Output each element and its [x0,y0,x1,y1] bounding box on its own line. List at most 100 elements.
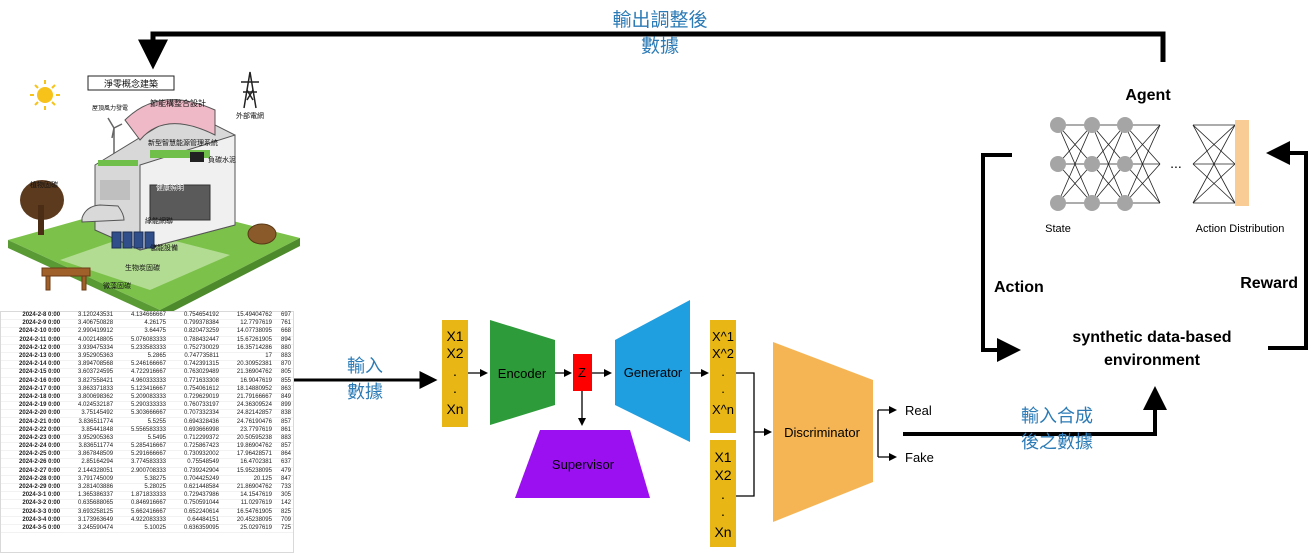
table-cell: 3.120243531 [62,312,116,321]
table-cell: 883 [273,434,293,444]
table-cell: 17 [220,352,274,362]
table-cell: 0.635688065 [62,499,116,509]
table-cell: 0.760733197 [168,401,221,411]
input-bottom-xn: Xn [714,524,731,540]
table-cell: 857 [273,417,293,427]
latent-z-label: Z [578,365,586,380]
table-cell: 19.86904762 [220,442,274,452]
input-vector-bottom [710,440,736,547]
action-distribution-label: Action Distribution [1196,223,1285,235]
table-cell: 5.28025 [115,483,169,493]
table-cell: 2024-3-4 0:00 [1,516,63,525]
table-cell: 3.827558421 [62,377,116,386]
input-bottom-x1: X1 [714,449,731,465]
table-cell: 16.4702381 [220,458,274,468]
output-vector-top [710,320,736,433]
table-cell: 2024-2-18 0:00 [1,393,63,403]
table-cell: 849 [273,393,293,403]
table-cell: 0.693666998 [168,426,221,435]
label-wind: 屋頂風力發電 [92,104,128,112]
table-cell: 0.636359095 [168,524,221,534]
table-cell: 847 [273,475,293,484]
fake-label: Fake [905,450,934,465]
power-pylon-icon [241,71,259,109]
table-cell: 2024-2-13 0:00 [1,352,63,362]
table-cell: 4.922083333 [115,516,169,525]
label-cement: 負碳水泥 [208,155,236,164]
table-cell: 20.125 [220,475,274,484]
state-label: State [1045,223,1071,235]
table-cell: 5.556583333 [115,426,169,435]
label-design: 節能構整合設計 [150,98,206,108]
table-cell: 3.603724595 [62,368,116,378]
environment-label-line2: environment [1104,352,1201,369]
table-cell: 899 [273,401,293,411]
label-microalgae: 微藻固碳 [103,281,131,290]
generator-block [615,300,690,442]
state-nodes [1050,117,1133,211]
wood-log-icon [247,223,277,245]
table-cell: 864 [273,450,293,460]
table-cell: 0.752730029 [168,344,221,353]
table-cell: 883 [273,352,293,362]
table-cell: 3.245590474 [62,524,116,534]
output-top-dot2: . [721,381,725,396]
table-cell: 3.800698362 [62,393,116,403]
input-bottom-dot2: . [721,503,725,519]
table-cell: 2.144328051 [62,467,116,476]
input-bottom-dot1: . [721,486,725,502]
table-cell: 0.771633308 [168,377,221,386]
feedback-label-line2: 數據 [641,35,679,57]
table-cell: 5.290333333 [115,401,169,411]
discriminator-block [773,342,873,522]
table-cell: 5.076083333 [115,336,169,345]
generator-label: Generator [624,365,683,380]
synth-input-label-line2: 後之數據 [1021,432,1093,453]
table-cell: 5.662416667 [115,508,169,517]
table-cell: 2024-2-27 0:00 [1,467,63,476]
table-cell: 2.900708333 [115,467,169,476]
table-cell: 761 [273,319,293,329]
table-cell: 2024-2-12 0:00 [1,344,63,353]
table-cell: 20.50595238 [220,434,274,444]
table-cell: 5.10025 [115,524,169,534]
table-cell: 4.024532187 [62,401,116,411]
label-bio: 生物炭固碳 [125,263,160,272]
table-cell: 2024-2-23 0:00 [1,434,63,444]
label-grid: 外部電網 [236,111,264,120]
table-cell: 0.742391315 [168,360,221,370]
output-top-xn: X^n [712,402,734,417]
table-cell: 3.952905363 [62,434,116,444]
encoder-block [490,320,555,425]
tree-icon [20,180,64,220]
table-cell: 0.75548549 [168,458,221,468]
table-cell: 15.95238095 [220,467,274,476]
table-cell: 857 [273,442,293,452]
table-cell: 0.729629019 [168,393,221,403]
label-plant: 植物固碳 [30,180,58,189]
table-cell: 855 [273,377,293,386]
table-cell: 21.79166667 [220,393,274,403]
table-cell: 825 [273,508,293,517]
label-lighting: 健康照明 [156,183,184,192]
table-cell: 3.952905363 [62,352,116,362]
table-cell: 4.722916667 [115,368,169,378]
table-cell: 0.820473259 [168,327,221,337]
table-cell: 2024-3-1 0:00 [1,491,63,501]
table-cell: 0.750591044 [168,499,221,509]
table-cell: 0.729437986 [168,491,221,501]
building-title: 淨零概念建築 [104,78,158,90]
table-cell: 3.894708568 [62,360,116,370]
table-cell: 4.960333333 [115,377,169,386]
table-cell: 5.291666667 [115,450,169,460]
